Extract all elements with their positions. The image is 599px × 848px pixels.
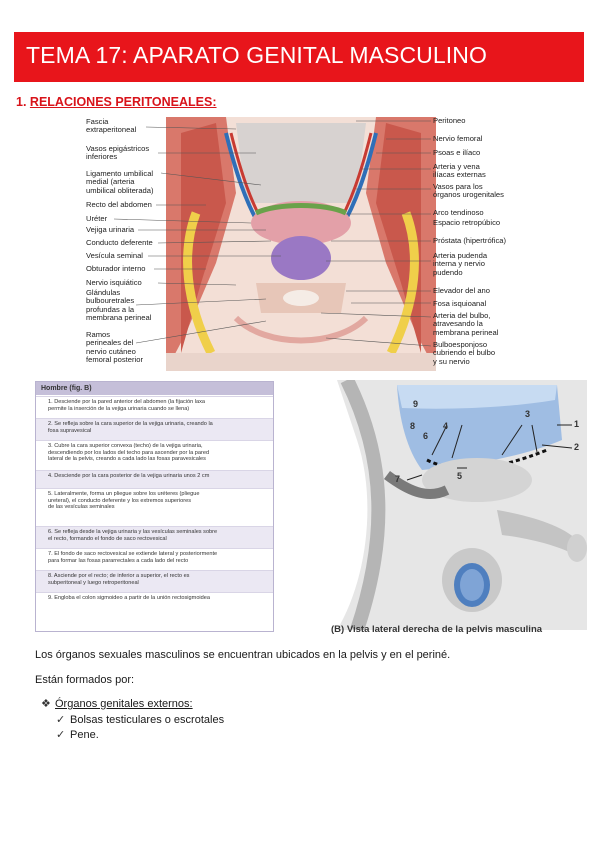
section-title: RELACIONES PERITONEALES:	[29, 95, 217, 109]
table-row: 8. Asciende por el recto; de inferior a …	[36, 570, 273, 592]
label-ramos-perineales: Ramos perineales del nervio cutáneo femo…	[86, 330, 143, 365]
figure2-number: 9	[413, 399, 419, 409]
figure2-number: 4	[443, 421, 449, 431]
label-arteria-vena-iliacas: Arteria y vena ilíacas externas	[433, 162, 486, 180]
figure2-number: 6	[423, 431, 429, 441]
check-icon: ✓	[56, 714, 66, 726]
figure2-number: 8	[410, 421, 416, 431]
label-vasos-epigastricos: Vasos epigástricos inferiores	[86, 144, 150, 162]
label-obturador-interno: Obturador interno	[86, 264, 146, 273]
page-title: TEMA 17: APARATO GENITAL MASCULINO	[26, 42, 487, 68]
list-item-text: Pene.	[70, 729, 99, 741]
label-ligamento-umbilical: Ligamento umbilical medial (arteria umbi…	[86, 169, 154, 195]
pelvis-lateral-illustration	[337, 380, 587, 630]
label-arteria-bulbo: Arteria del bulbo, atravesando la membra…	[433, 311, 499, 337]
table-row: 9. Engloba el colon sigmoideo a partir d…	[36, 592, 273, 610]
peritoneum-table: Hombre (fig. B) 1. Desciende por la pare…	[35, 381, 274, 632]
table-row: 6. Se refleja desde la vejiga urinaria y…	[36, 526, 273, 548]
list-item-text: Bolsas testiculares o escrotales	[70, 714, 225, 726]
label-prostata: Próstata (hipertrófica)	[433, 236, 507, 245]
figure2-number: 2	[574, 442, 580, 452]
label-arco-tendinoso: Arco tendinoso	[433, 208, 484, 217]
label-conducto-deferente: Conducto deferente	[86, 238, 153, 247]
figure2-number: 3	[525, 409, 531, 419]
label-bulboesponjoso: Bulboesponjoso cubriendo el bulbo y su n…	[433, 340, 496, 366]
label-psoas-iliaco: Psoas e ilíaco	[433, 148, 481, 157]
label-fosa-isquioanal: Fosa isquioanal	[433, 299, 487, 308]
table-header: Hombre (fig. B)	[36, 382, 273, 395]
label-nervio-isquiatico: Nervio isquiático	[86, 278, 142, 287]
label-ureter: Uréter	[86, 214, 108, 223]
label-elevador-ano: Elevador del ano	[433, 286, 490, 295]
check-icon: ✓	[56, 729, 66, 741]
paragraph-formed-by: Están formados por:	[35, 674, 135, 686]
label-fascia-extraperitoneal: Fascia extraperitoneal	[86, 117, 137, 135]
figure2-number: 1	[574, 419, 580, 429]
table-row: 3. Cubre la cara superior convexa (techo…	[36, 440, 273, 470]
list-item: ✓ Bolsas testiculares o escrotales	[56, 713, 224, 726]
diamond-bullet-icon: ❖	[41, 698, 51, 710]
pelvis-coronal-illustration	[113, 117, 436, 371]
pelvis-lateral-figure: 9 8 6 4 3 1 2 7 5	[327, 380, 587, 630]
table-row: 5. Lateralmente, forma un pliegue sobre …	[36, 488, 273, 526]
table-row: 1. Desciende por la pared anterior del a…	[36, 396, 273, 418]
list-item: ✓ Pene.	[56, 728, 99, 741]
title-banner: TEMA 17: APARATO GENITAL MASCULINO	[14, 32, 584, 82]
label-arteria-pudenda: Arteria pudenda interna y nervio pudendo	[433, 251, 488, 277]
label-vesicula-seminal: Vesícula seminal	[86, 251, 143, 260]
table-row: 7. El fondo de saco rectovesical se exti…	[36, 548, 273, 570]
label-recto-abdomen: Recto del abdomen	[86, 200, 152, 209]
figure2-number: 7	[395, 474, 401, 484]
list-heading-text: Órganos genitales externos:	[55, 698, 193, 710]
section-heading: 1. RELACIONES PERITONEALES:	[16, 95, 217, 109]
label-vasos-urogenitales: Vasos para los órganos urogenitales	[433, 182, 504, 200]
label-nervio-femoral: Nervio femoral	[433, 134, 483, 143]
table-row: 2. Se refleja sobre la cara superior de …	[36, 418, 273, 440]
section-number: 1.	[16, 95, 27, 109]
label-peritoneo: Peritoneo	[433, 116, 466, 125]
list-heading: ❖ Órganos genitales externos:	[41, 697, 193, 710]
table-row: 4. Desciende por la cara posterior de la…	[36, 470, 273, 488]
figure2-number: 5	[457, 471, 463, 481]
label-espacio-retropubico: Espacio retropúbico	[433, 218, 501, 227]
figure2-caption: (B) Vista lateral derecha de la pelvis m…	[331, 624, 543, 635]
label-vejiga-urinaria: Vejiga urinaria	[86, 225, 135, 234]
pelvis-coronal-figure: Fascia extraperitoneal Vasos epigástrico…	[86, 113, 516, 375]
paragraph-location: Los órganos sexuales masculinos se encue…	[35, 649, 451, 661]
label-glandulas-bulbouretrales: Glándulas bulbouretrales profundas a la …	[86, 288, 152, 323]
